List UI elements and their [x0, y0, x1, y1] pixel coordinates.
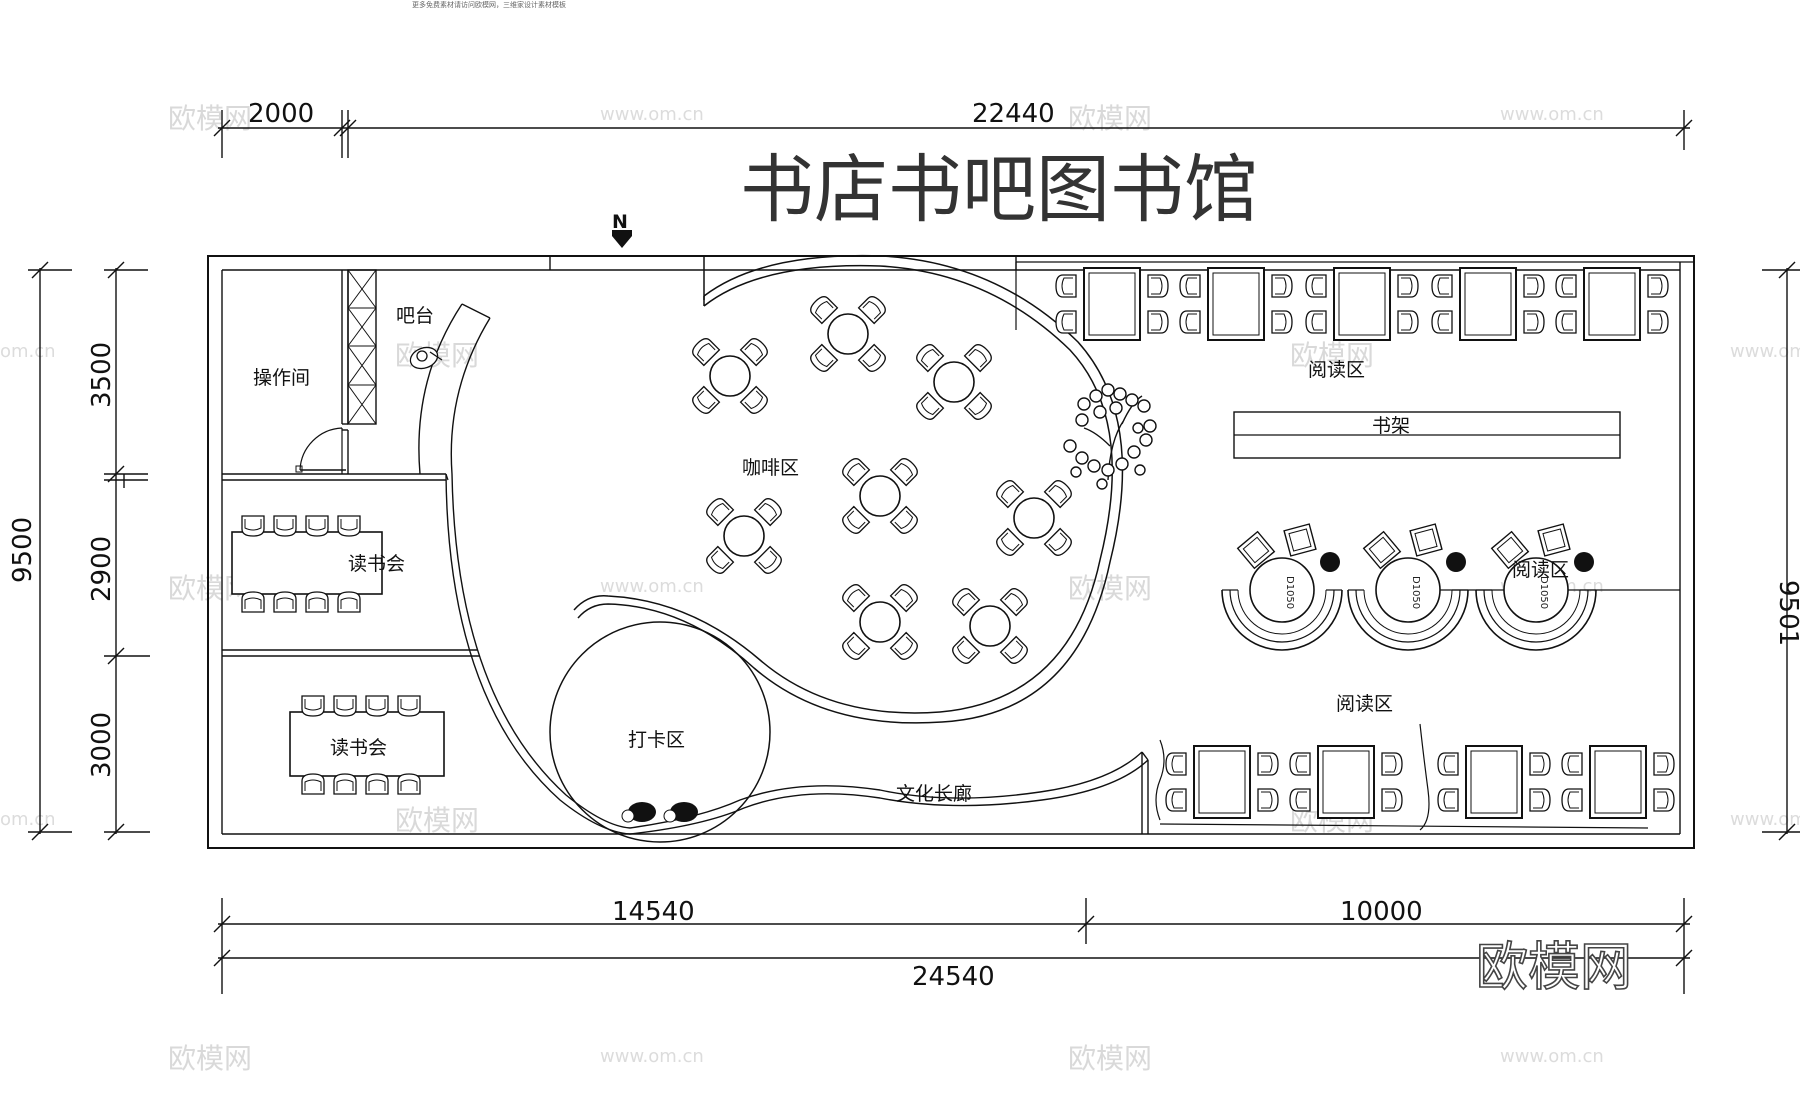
- zone-label-coffee: 咖啡区: [742, 457, 799, 479]
- watermarks: 欧模网 欧模网 www.om.cn www.om.cn 欧模网 欧模网 om.c…: [0, 102, 1800, 1075]
- dim-bottom-1: 14540: [612, 897, 695, 927]
- zone-label-reading-bottom: 阅读区: [1336, 693, 1393, 715]
- dim-bottom-total: 24540: [912, 962, 995, 992]
- zone-label-checkin: 打卡区: [628, 729, 685, 751]
- dim-right: 9501: [1773, 580, 1800, 646]
- zone-label-reading-top: 阅读区: [1308, 359, 1365, 381]
- zone-label-book-club-2: 读书会: [330, 737, 387, 759]
- zone-label-reading-mid: 阅读区: [1512, 559, 1569, 581]
- tree-icon: [1063, 383, 1157, 490]
- dim-left-1: 3500: [87, 342, 117, 408]
- zone-label-corridor: 文化长廊: [896, 783, 972, 805]
- brand-logo: 欧模网: [1476, 938, 1632, 998]
- watermark-url: om.cn: [0, 809, 56, 830]
- dim-left-3: 3000: [87, 712, 117, 778]
- watermark-brand: 欧模网: [395, 804, 479, 837]
- dim-top-right: 22440: [972, 99, 1055, 129]
- zone-label-operation-room: 操作间: [253, 367, 310, 389]
- plan-title: 书店书吧图书馆: [740, 147, 1258, 233]
- watermark-url: www.om.cn: [600, 104, 704, 125]
- watermark-url: www.om.cn: [1730, 809, 1800, 830]
- watermark-url: www.om.cn: [1500, 104, 1604, 125]
- table-tag: D1050: [1410, 576, 1421, 609]
- watermark-url: www.om.cn: [1500, 1046, 1604, 1067]
- checkin-props: [621, 802, 698, 823]
- corridor-wall: [629, 751, 1149, 835]
- dimension-lines: [28, 110, 1800, 994]
- top-note: 更多免费素材请访问欧模网，三维家设计素材模板: [412, 0, 566, 9]
- dim-bottom-2: 10000: [1340, 897, 1423, 927]
- book-club-table-2: [289, 695, 445, 795]
- book-club-table-1: [231, 515, 383, 613]
- coffee-tables: [690, 294, 1075, 667]
- walls: [207, 255, 1695, 849]
- watermark-brand: 欧模网: [1068, 1042, 1152, 1075]
- dim-top-left: 2000: [248, 99, 314, 129]
- watermark-url: om.cn: [0, 341, 56, 362]
- watermark-url: www.om.cn: [600, 576, 704, 597]
- north-arrow-icon: N: [612, 211, 632, 248]
- reading-tables-top: [1056, 268, 1668, 340]
- watermark-brand: 欧模网: [1290, 339, 1374, 372]
- north-mark: N: [612, 211, 628, 233]
- coffee-zone-boundary: [573, 254, 1124, 724]
- reading-tables-bottom: [1166, 746, 1674, 818]
- watermark-brand: 欧模网: [168, 102, 252, 135]
- table-tag: D1050: [1538, 576, 1549, 609]
- dim-left-2: 2900: [87, 536, 117, 602]
- watermark-url: www.om.cn: [1730, 341, 1800, 362]
- watermark-brand: 欧模网: [168, 1042, 252, 1075]
- bookshelf: [1233, 411, 1621, 459]
- watermark-brand: 欧模网: [1068, 572, 1152, 605]
- dim-left-outer: 9500: [8, 517, 38, 583]
- watermark-brand: 欧模网: [1068, 102, 1152, 135]
- zone-label-bar: 吧台: [396, 305, 434, 327]
- zone-label-bookshelf: 书架: [1372, 415, 1410, 437]
- zone-label-book-club-1: 读书会: [348, 553, 405, 575]
- checkin-zone: [549, 621, 771, 843]
- watermark-url: www.om.cn: [600, 1046, 704, 1067]
- table-tag: D1050: [1284, 576, 1295, 609]
- person-icon: [409, 346, 443, 370]
